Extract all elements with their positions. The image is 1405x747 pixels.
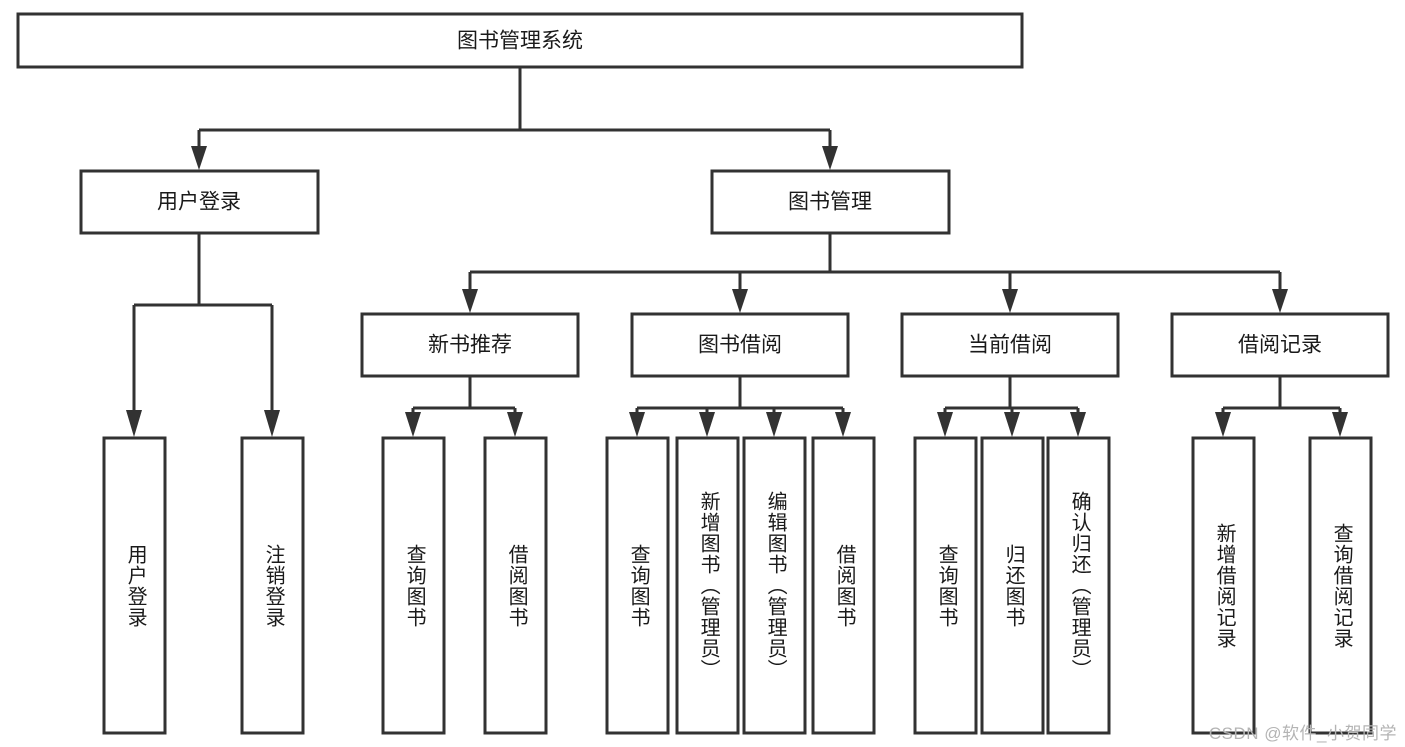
leaf-box-current-borrow-3[interactable] bbox=[1046, 436, 1111, 735]
node-book-borrow-box[interactable] bbox=[630, 312, 850, 378]
arrow-head-user-login bbox=[191, 146, 207, 170]
leaf-box-book-borrow-2[interactable] bbox=[675, 436, 740, 735]
arrow-head-new-book bbox=[462, 289, 478, 313]
leaf-box-book-borrow-1[interactable] bbox=[605, 436, 670, 735]
node-current-borrow-label: 当前借阅 bbox=[968, 334, 1052, 357]
node-book-manage[interactable]: 图书管理 bbox=[710, 169, 951, 235]
leaf-box-user-login-1[interactable] bbox=[102, 436, 167, 735]
arrow-head-ul-leaf-2 bbox=[264, 410, 280, 437]
leaf-group-book-borrow bbox=[605, 436, 876, 735]
arrow-head-nb-leaf-2 bbox=[507, 412, 523, 437]
node-new-book-recommend-label: 新书推荐 bbox=[428, 334, 512, 357]
connector-group-root bbox=[191, 67, 838, 170]
leaf-box-borrow-record-2[interactable] bbox=[1308, 436, 1373, 735]
leaf-box-current-borrow-2[interactable] bbox=[980, 436, 1045, 735]
node-root[interactable]: 图书管理系统 bbox=[16, 12, 1024, 69]
leaf-box-book-borrow-3[interactable] bbox=[742, 436, 807, 735]
arrow-head-bb-leaf-4 bbox=[835, 412, 851, 437]
node-current-borrow-box[interactable] bbox=[900, 312, 1120, 378]
node-user-login[interactable]: 用户登录 bbox=[79, 169, 320, 235]
leaf-box-new-book-1[interactable] bbox=[381, 436, 446, 735]
node-book-manage-label: 图书管理 bbox=[788, 191, 872, 214]
arrow-head-nb-leaf-1 bbox=[405, 412, 421, 437]
node-book-manage-box[interactable] bbox=[710, 169, 951, 235]
node-user-login-label: 用户登录 bbox=[157, 191, 241, 214]
leaf-group-user-login bbox=[102, 436, 305, 735]
arrow-head-borrow-record bbox=[1272, 289, 1288, 313]
arrow-head-bb-leaf-1 bbox=[629, 412, 645, 437]
arrow-head-bb-leaf-2 bbox=[699, 412, 715, 437]
leaf-box-book-borrow-4[interactable] bbox=[811, 436, 876, 735]
arrow-head-current-borrow bbox=[1002, 289, 1018, 313]
node-new-book-recommend-box[interactable] bbox=[360, 312, 580, 378]
leaf-group-current-borrow bbox=[913, 436, 1111, 735]
arrow-head-cb-leaf-3 bbox=[1070, 412, 1086, 437]
node-user-login-box[interactable] bbox=[79, 169, 320, 235]
arrow-head-br-leaf-2 bbox=[1332, 412, 1348, 437]
node-borrow-record-label: 借阅记录 bbox=[1238, 334, 1322, 357]
connector-group-user-login bbox=[126, 233, 280, 437]
node-root-box[interactable] bbox=[16, 12, 1024, 69]
arrow-head-br-leaf-1 bbox=[1215, 412, 1231, 437]
watermark-text: CSDN @软件_小贺同学 bbox=[1208, 724, 1397, 743]
node-book-borrow-label: 图书借阅 bbox=[698, 334, 782, 357]
connector-group-book-manage bbox=[462, 233, 1288, 313]
node-root-label: 图书管理系统 bbox=[457, 30, 583, 53]
node-current-borrow[interactable]: 当前借阅 bbox=[900, 312, 1120, 378]
connector-group-borrow-record bbox=[1215, 376, 1348, 437]
leaf-box-current-borrow-1[interactable] bbox=[913, 436, 978, 735]
connector-group-current-borrow bbox=[937, 376, 1086, 437]
arrow-head-cb-leaf-2 bbox=[1004, 412, 1020, 437]
connector-group-new-book bbox=[405, 376, 523, 437]
node-borrow-record-box[interactable] bbox=[1170, 312, 1390, 378]
connector-group-book-borrow bbox=[629, 376, 851, 437]
node-new-book-recommend[interactable]: 新书推荐 bbox=[360, 312, 580, 378]
arrow-head-cb-leaf-1 bbox=[937, 412, 953, 437]
leaf-group-new-book-recommend bbox=[381, 436, 548, 735]
node-borrow-record[interactable]: 借阅记录 bbox=[1170, 312, 1390, 378]
leaf-box-user-login-2[interactable] bbox=[240, 436, 305, 735]
arrow-head-ul-leaf-1 bbox=[126, 410, 142, 437]
arrow-head-bb-leaf-3 bbox=[766, 412, 782, 437]
arrow-head-book-manage bbox=[822, 146, 838, 170]
leaf-box-new-book-2[interactable] bbox=[483, 436, 548, 735]
leaf-group-borrow-record bbox=[1191, 436, 1373, 735]
node-book-borrow[interactable]: 图书借阅 bbox=[630, 312, 850, 378]
leaf-box-borrow-record-1[interactable] bbox=[1191, 436, 1256, 735]
arrow-head-book-borrow bbox=[732, 289, 748, 313]
